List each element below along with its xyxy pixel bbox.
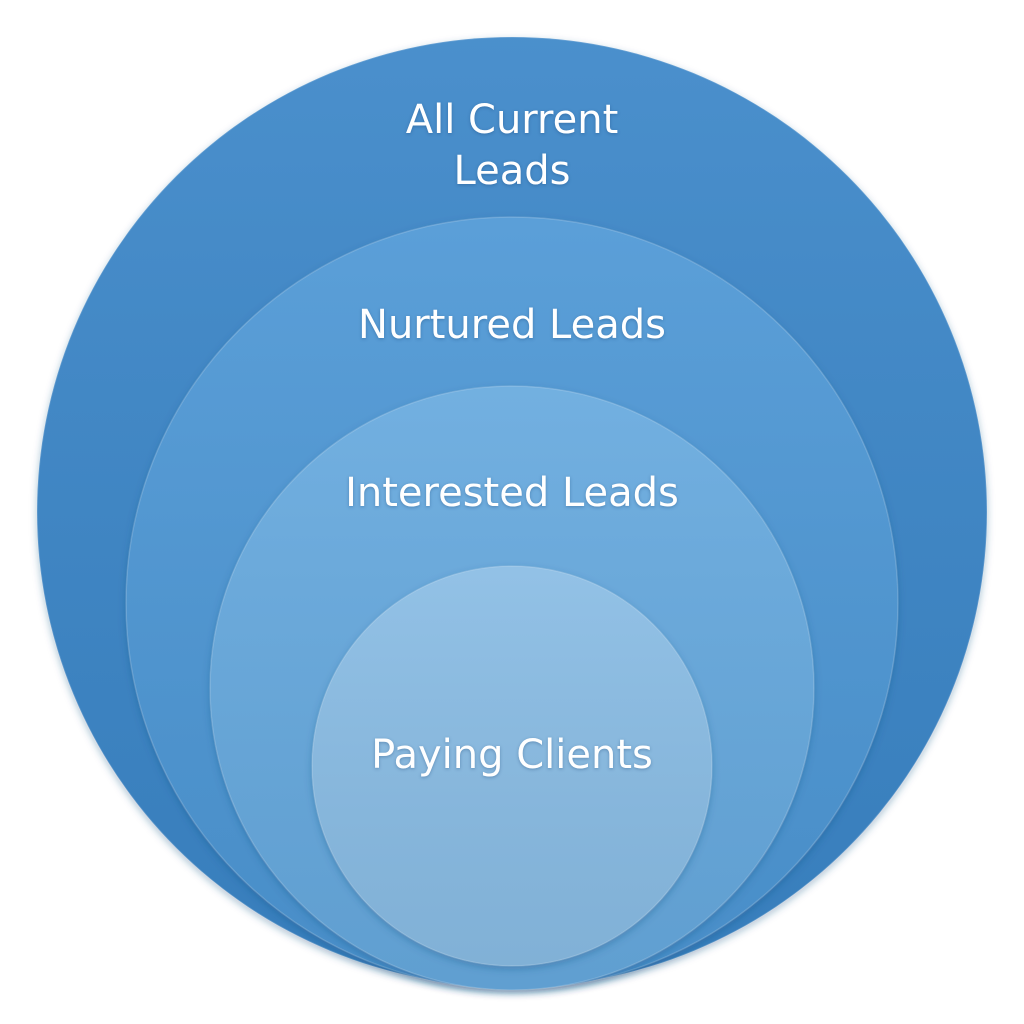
circle-sheen-paying [311,565,713,967]
layer-label-interested-leads: Interested Leads [345,470,679,516]
layer-label-paying-clients: Paying Clients [371,732,653,778]
layer-label-nurtured-leads: Nurtured Leads [358,302,666,348]
layer-label-all-current-leads: All Current Leads [405,97,619,194]
